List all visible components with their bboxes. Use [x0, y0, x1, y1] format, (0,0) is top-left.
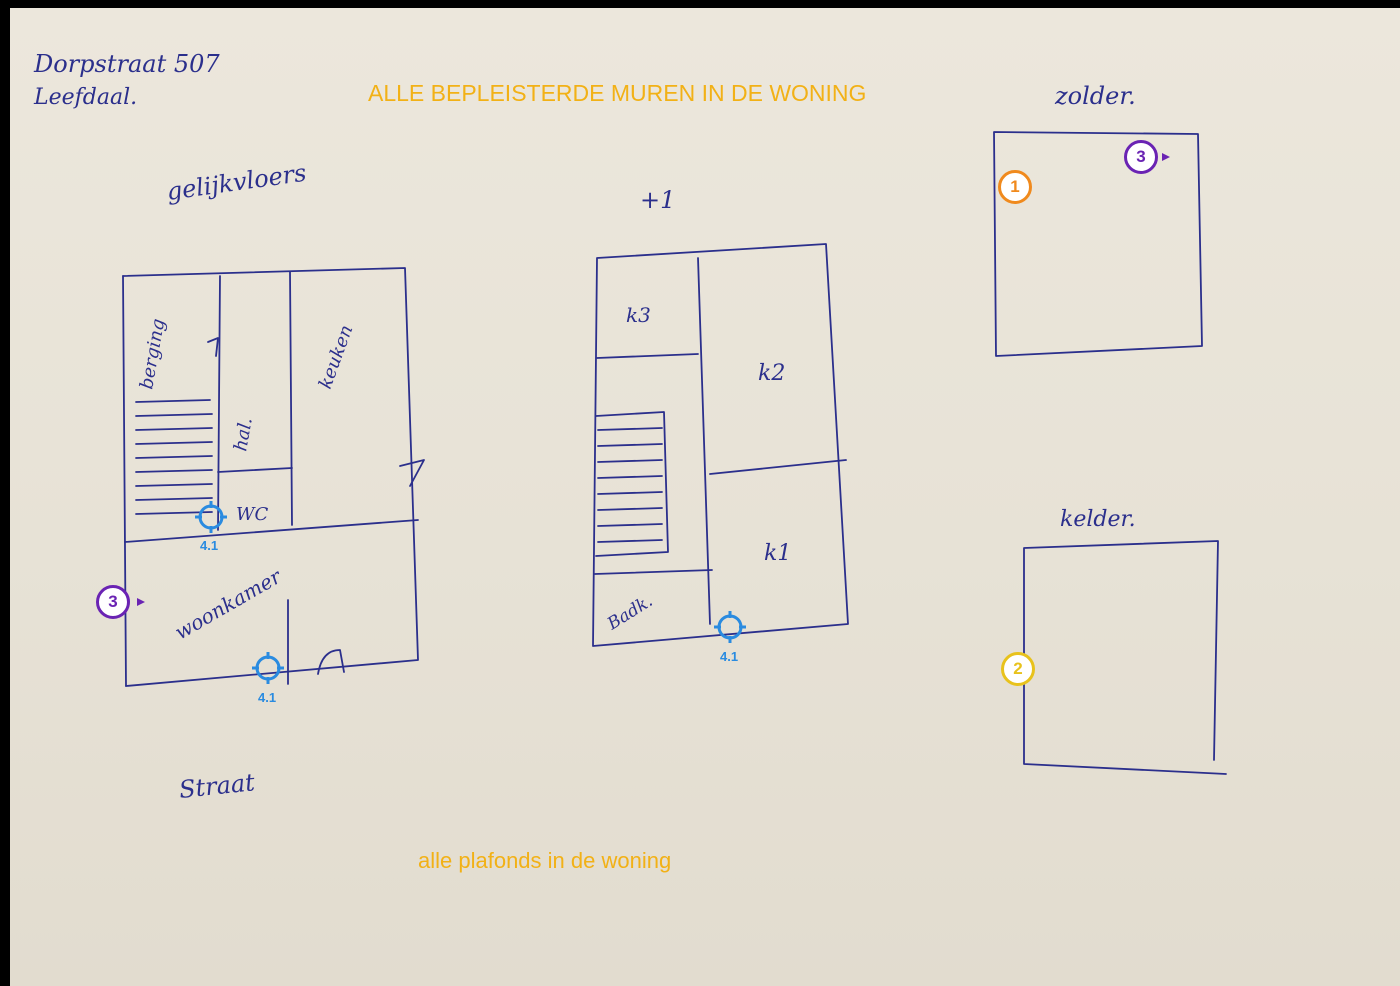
title-town: Leefdaal. — [33, 85, 137, 110]
target-icon — [252, 652, 284, 684]
title-address: Dorpstraat 507 — [33, 50, 220, 78]
label-street: Straat — [178, 768, 257, 804]
ground-floor-plan: berging hal. keuken WC woonkamer — [122, 267, 425, 687]
door-swing-kitchen — [399, 459, 425, 487]
basement-outline — [1023, 540, 1227, 775]
marker-2[interactable]: 2 — [1001, 652, 1035, 686]
marker-1[interactable]: 1 — [998, 170, 1032, 204]
first-floor-plan: k3 k2 k1 Badk. — [592, 243, 849, 647]
door-swing-hall — [207, 337, 219, 357]
label-attic: zolder. — [1054, 82, 1136, 110]
ground-floor-divider — [124, 519, 419, 543]
target-label[interactable]: 4.1 — [258, 690, 277, 705]
marker-3-ground[interactable]: 3 — [96, 585, 130, 619]
room-k2: k2 — [758, 361, 785, 386]
plan-canvas: Dorpstraat 507 Leefdaal. gelijkvloers +1… — [10, 8, 1400, 986]
room-badkamer: Badk. — [603, 591, 656, 635]
first-floor-stair-treads — [597, 427, 663, 543]
target-label[interactable]: 4.1 — [720, 649, 739, 664]
ground-floor-west-wall — [122, 275, 127, 687]
k3-wall — [596, 353, 699, 359]
label-basement: kelder. — [1060, 507, 1136, 532]
door-swing-living — [317, 649, 345, 675]
stair-wall — [217, 275, 221, 531]
label-ground-floor: gelijkvloers — [165, 159, 308, 206]
target-icon — [714, 611, 746, 643]
room-keuken: keuken — [315, 322, 357, 391]
attic-outline — [993, 131, 1203, 357]
marker-3-attic[interactable]: 3 — [1124, 140, 1158, 174]
first-floor-stair-box — [595, 411, 669, 557]
marker-pointer-icon — [1162, 153, 1170, 161]
walls-note[interactable]: ALLE BEPLEISTERDE MUREN IN DE WONING — [368, 80, 867, 106]
marker-pointer-icon — [137, 598, 145, 606]
ceilings-note[interactable]: alle plafonds in de woning — [418, 848, 672, 873]
k1-k2-wall — [709, 459, 847, 475]
wc-wall — [217, 467, 293, 473]
kitchen-wall — [289, 271, 293, 526]
room-k3: k3 — [626, 303, 651, 327]
floor-plan-sketch: Dorpstraat 507 Leefdaal. gelijkvloers +1… — [33, 50, 1227, 804]
bathroom-wall — [594, 569, 713, 575]
ground-stair-treads — [135, 399, 213, 515]
room-berging: berging — [136, 317, 169, 391]
label-first-floor: +1 — [640, 186, 675, 214]
target-label[interactable]: 4.1 — [200, 538, 219, 553]
target-icon — [195, 501, 227, 533]
room-wc: WC — [236, 504, 269, 525]
room-k1: k1 — [764, 541, 791, 566]
room-woonkamer: woonkamer — [171, 564, 287, 645]
first-floor-center-wall — [697, 257, 711, 625]
first-floor-outline — [592, 243, 849, 647]
room-hal: hal. — [230, 416, 257, 453]
